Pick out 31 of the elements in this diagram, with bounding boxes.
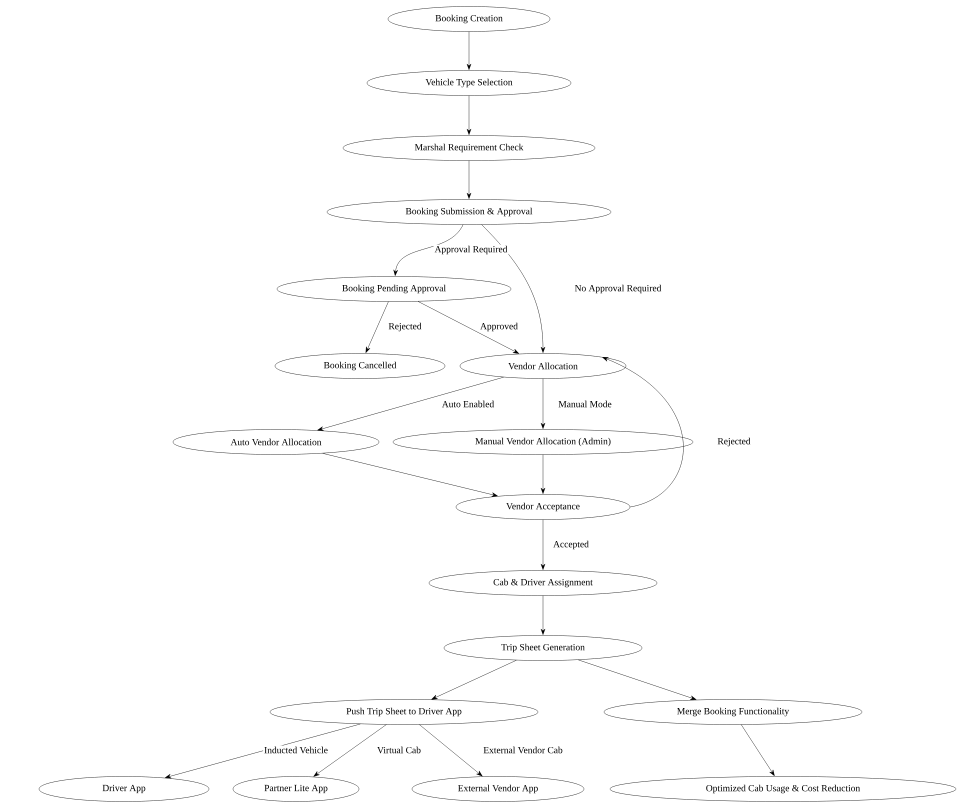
edge-label: Approved [479,322,519,332]
arrow [393,224,464,276]
arrow [322,453,498,497]
arrow [418,301,520,354]
arrow [741,724,775,776]
arrow [481,224,546,353]
arrow [317,377,504,431]
arrow [431,660,517,700]
edge-label: Accepted [552,540,590,550]
arrow [466,96,472,135]
edge-label: Manual Mode [557,400,613,408]
edge-label: Auto Enabled [440,400,496,408]
arrow [164,724,361,778]
arrow [540,520,546,570]
arrow [419,724,482,776]
arrow [540,596,546,635]
arrow [578,660,696,700]
edge-label: No Approval Required [574,284,662,294]
arrow [466,160,472,199]
edge-label: Rejected [716,436,752,448]
edge-label: External Vendor Cab [482,746,564,754]
arrow [540,454,546,494]
edge-label: Approval Required [434,244,508,256]
arrow [540,378,546,429]
edge-label: Virtual Cab [376,746,422,754]
edge-label: Rejected [387,322,423,332]
arrow [466,32,472,70]
arrow [602,357,684,508]
edge-label: Inducted Vehicle [263,746,329,754]
arrow [366,301,389,353]
arrow [313,724,387,777]
